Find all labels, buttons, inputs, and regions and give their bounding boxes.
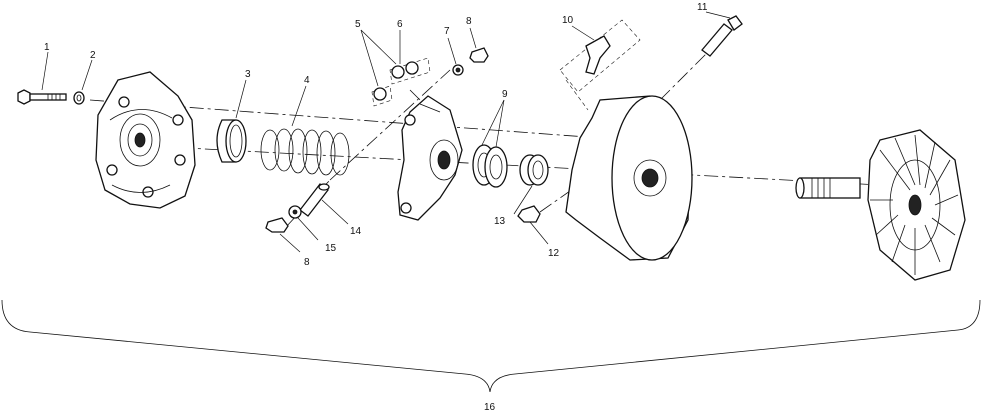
washer-part bbox=[73, 91, 85, 105]
label-part-14: 14 bbox=[350, 226, 362, 237]
label-part-12: 12 bbox=[548, 248, 560, 259]
nut-7-part bbox=[452, 64, 464, 76]
assembly-brace bbox=[1, 299, 981, 393]
main-sheave-part bbox=[565, 95, 693, 261]
nut-12-part bbox=[517, 205, 541, 223]
label-part-11: 11 bbox=[697, 2, 708, 13]
bushing-13-part bbox=[519, 154, 549, 186]
label-part-8-lower: 8 bbox=[304, 257, 310, 268]
roller-pin-part bbox=[299, 183, 330, 217]
label-part-10: 10 bbox=[562, 15, 574, 26]
label-part-9: 9 bbox=[502, 89, 508, 100]
nut-lower-part bbox=[265, 217, 289, 233]
nut-upper-part bbox=[469, 47, 489, 63]
bolt-part bbox=[17, 89, 67, 105]
bracket-10-part bbox=[559, 19, 641, 111]
label-part-7: 7 bbox=[444, 26, 450, 37]
leader-lines bbox=[41, 11, 731, 253]
fixed-sheave-part bbox=[795, 129, 966, 281]
bushing-pair-part bbox=[472, 144, 508, 188]
spider-bracket-part bbox=[397, 95, 463, 221]
label-part-6: 6 bbox=[397, 19, 403, 30]
bushing-ring-part bbox=[216, 119, 247, 163]
small-washer-part bbox=[288, 205, 302, 219]
label-part-15: 15 bbox=[325, 243, 337, 254]
label-part-13: 13 bbox=[494, 216, 506, 227]
label-part-8-upper: 8 bbox=[466, 16, 472, 27]
part-labels: 1 2 3 4 5 6 7 8 9 10 11 12 13 14 15 8 16 bbox=[44, 2, 708, 413]
weight-pieces-part bbox=[371, 57, 431, 107]
label-part-2: 2 bbox=[90, 50, 96, 61]
label-part-4: 4 bbox=[304, 75, 310, 86]
label-part-3: 3 bbox=[245, 69, 251, 80]
label-part-5: 5 bbox=[355, 19, 361, 30]
label-part-16: 16 bbox=[484, 402, 496, 413]
label-part-1: 1 bbox=[44, 42, 50, 53]
cover-plate-part bbox=[95, 71, 196, 209]
long-bolt-part bbox=[701, 15, 743, 57]
spring-part bbox=[260, 128, 350, 176]
